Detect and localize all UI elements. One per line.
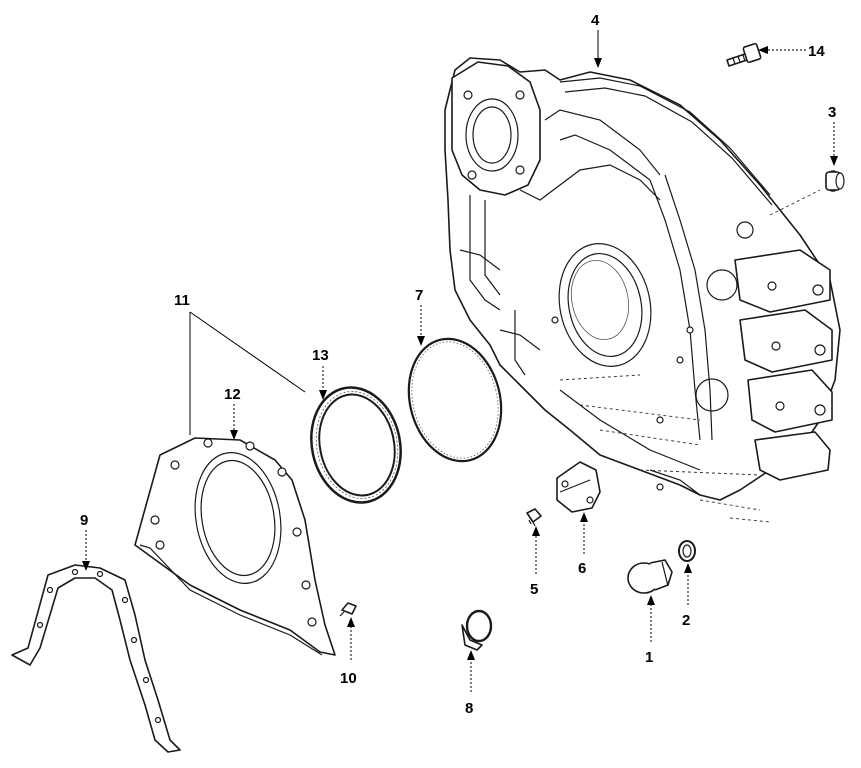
- cap-screw-part: [526, 508, 542, 527]
- washer-part: [678, 540, 696, 562]
- callout-11: 11: [174, 292, 190, 309]
- cover-plate-part: [556, 461, 601, 513]
- callout-5: 5: [530, 581, 538, 598]
- clamp-part: [461, 609, 493, 651]
- callout-4: 4: [591, 12, 600, 29]
- flywheel-housing: [444, 57, 841, 523]
- callout-8: 8: [465, 700, 473, 717]
- leader-lines: [82, 30, 838, 692]
- gasket-part: [11, 564, 181, 753]
- callout-6: 6: [578, 560, 586, 577]
- callout-10: 10: [340, 670, 357, 687]
- seal-housing-part: [134, 437, 336, 656]
- callout-12: 12: [224, 386, 241, 403]
- o-ring-part: [407, 337, 503, 463]
- callout-9: 9: [80, 512, 88, 529]
- callout-1: 1: [645, 649, 653, 666]
- dowel-part: [825, 170, 845, 192]
- bolt-part: [726, 42, 762, 67]
- plug-part: [627, 559, 673, 594]
- callout-14: 14: [808, 43, 825, 60]
- callout-2: 2: [682, 612, 690, 629]
- callout-13: 13: [312, 347, 329, 364]
- screw-part: [339, 602, 357, 617]
- seal-ring-part: [310, 386, 402, 504]
- callout-7: 7: [415, 287, 423, 304]
- callout-3: 3: [828, 104, 836, 121]
